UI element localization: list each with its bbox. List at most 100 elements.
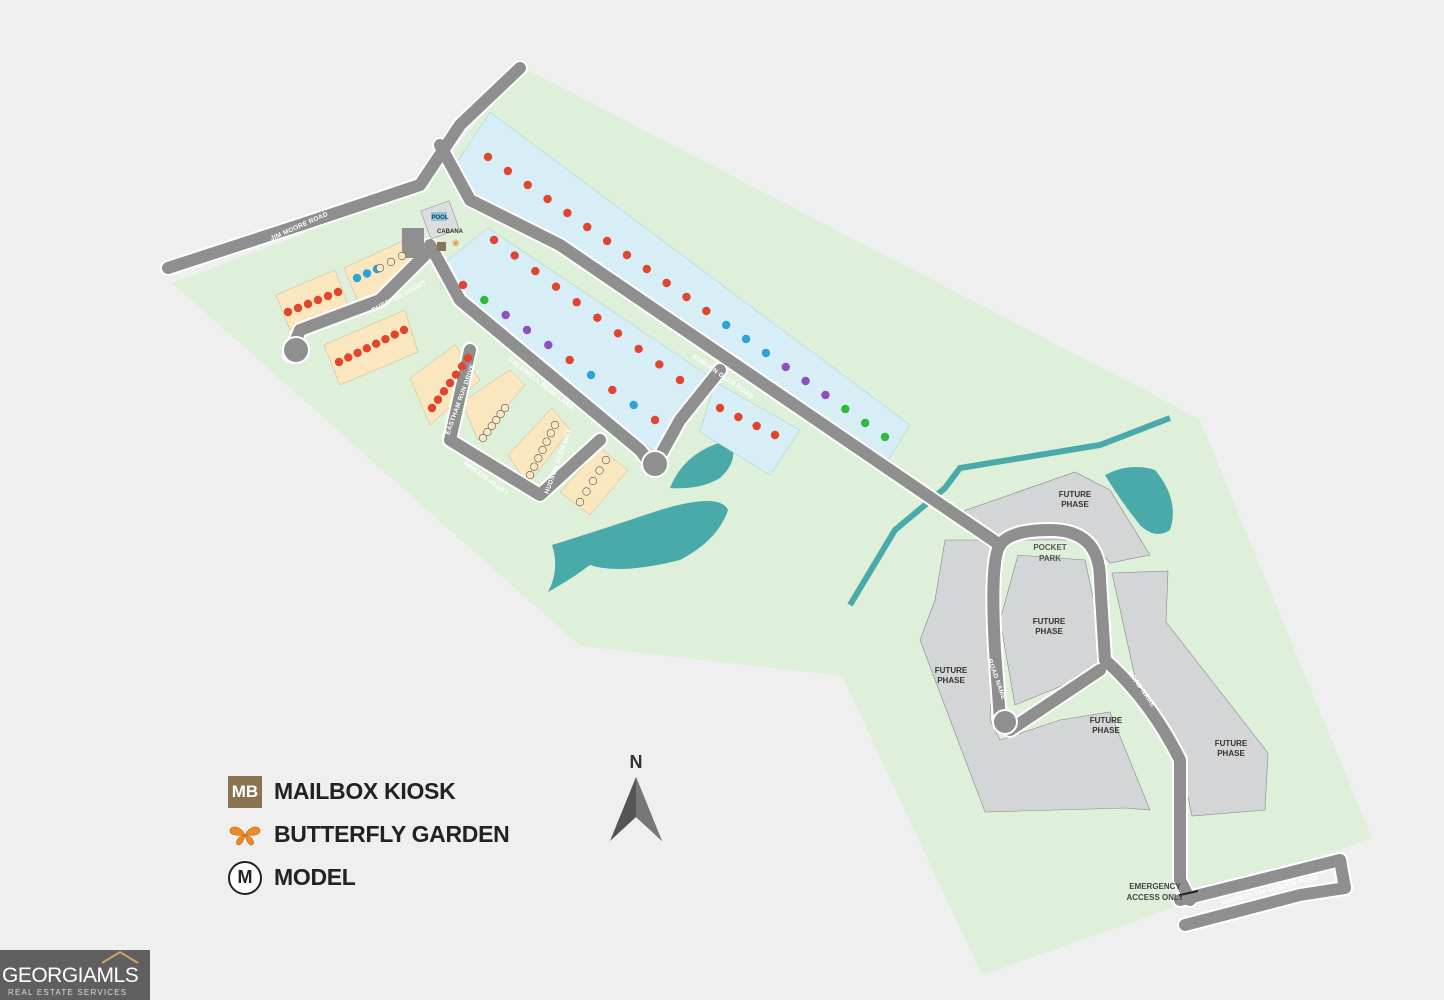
lot-marker[interactable] <box>860 418 870 428</box>
lot-marker[interactable] <box>642 264 651 274</box>
lot-marker[interactable] <box>544 340 553 350</box>
lot-marker[interactable] <box>602 236 612 246</box>
lot-marker[interactable] <box>323 291 333 301</box>
lot-marker[interactable] <box>303 299 313 309</box>
lot-marker[interactable] <box>565 355 574 365</box>
lot-marker[interactable] <box>283 307 293 317</box>
lot-marker[interactable] <box>741 334 751 344</box>
lot-marker[interactable] <box>550 420 560 430</box>
lot-marker[interactable] <box>752 421 761 431</box>
lot-marker[interactable] <box>362 344 372 353</box>
pond-center <box>670 440 734 489</box>
lot-marker[interactable] <box>293 303 303 313</box>
lot-marker[interactable] <box>313 295 323 305</box>
roads <box>160 60 1353 933</box>
lot-marker[interactable] <box>770 430 780 440</box>
emergency-access-label: ACCESS ONLY <box>1126 893 1184 902</box>
lot-marker[interactable] <box>563 208 572 218</box>
lot-marker[interactable] <box>781 362 790 372</box>
lot-marker[interactable] <box>478 433 488 443</box>
lot-marker[interactable] <box>593 313 602 322</box>
lot-marker[interactable] <box>583 222 592 232</box>
lot-marker[interactable] <box>458 280 468 290</box>
lot-marker[interactable] <box>334 357 344 367</box>
lot-marker[interactable] <box>501 310 510 320</box>
lot-marker[interactable] <box>534 454 543 463</box>
lot-marker[interactable] <box>530 462 539 471</box>
lot-marker[interactable] <box>601 455 611 465</box>
lot-marker[interactable] <box>715 403 725 413</box>
svg-text:CABANA: CABANA <box>437 229 464 235</box>
lot-marker[interactable] <box>492 415 501 425</box>
lot-marker[interactable] <box>489 235 499 245</box>
lot-marker[interactable] <box>381 334 390 344</box>
lot-marker[interactable] <box>451 370 461 379</box>
lot-marker[interactable] <box>439 387 449 396</box>
emergency-access-label: EMERGENCY <box>1129 882 1181 891</box>
lot-marker[interactable] <box>595 466 604 475</box>
lot-marker[interactable] <box>463 353 473 363</box>
lot-marker[interactable] <box>390 330 399 339</box>
lot-marker[interactable] <box>427 403 437 413</box>
lot-marker[interactable] <box>650 415 660 425</box>
lot-marker[interactable] <box>362 269 372 278</box>
emergency-gate <box>1179 890 1199 896</box>
lot-marker[interactable] <box>622 250 632 260</box>
lot-marker[interactable] <box>399 325 409 335</box>
lot-marker[interactable] <box>634 344 643 354</box>
lot-marker[interactable] <box>483 427 492 437</box>
pocket-park-label: PARK <box>1039 554 1061 563</box>
lot-marker[interactable] <box>880 432 890 442</box>
lot-marker[interactable] <box>496 409 505 419</box>
lot-marker[interactable] <box>386 257 396 267</box>
lot-marker[interactable] <box>333 287 343 297</box>
lot-marker[interactable] <box>371 339 381 348</box>
lot-marker[interactable] <box>523 180 532 190</box>
lot-marker[interactable] <box>503 166 513 176</box>
lot-marker[interactable] <box>613 329 623 338</box>
lot-marker[interactable] <box>608 385 617 395</box>
lot-marker[interactable] <box>510 251 519 260</box>
lot-marker[interactable] <box>734 412 743 422</box>
lot-marker[interactable] <box>682 292 691 302</box>
lot-marker[interactable] <box>397 251 407 261</box>
lot-marker[interactable] <box>531 266 540 276</box>
lot-marker[interactable] <box>487 421 496 431</box>
lot-marker[interactable] <box>538 445 547 455</box>
lot-marker[interactable] <box>546 429 555 438</box>
lot-marker[interactable] <box>542 437 551 446</box>
lot-marker[interactable] <box>352 273 362 283</box>
future-phases <box>919 471 1269 817</box>
lot-marker[interactable] <box>655 360 664 369</box>
lot-marker[interactable] <box>572 298 581 307</box>
lot-marker[interactable] <box>353 348 362 358</box>
lot-marker[interactable] <box>801 376 810 386</box>
lot-marker[interactable] <box>722 320 731 330</box>
lot-marker[interactable] <box>445 378 455 388</box>
lot-marker[interactable] <box>457 362 467 371</box>
lot-marker[interactable] <box>344 353 353 362</box>
lots-east-block <box>699 381 801 476</box>
svg-text:FUTURE: FUTURE <box>1033 617 1066 626</box>
lot-marker[interactable] <box>675 375 685 385</box>
lot-marker[interactable] <box>483 152 493 162</box>
lot-marker[interactable] <box>433 395 443 404</box>
lot-marker[interactable] <box>761 348 771 358</box>
lot-marker[interactable] <box>588 476 598 486</box>
lot-marker[interactable] <box>543 194 552 204</box>
svg-text:PHASE: PHASE <box>1035 627 1063 636</box>
lot-marker[interactable] <box>841 404 850 414</box>
lot-marker[interactable] <box>500 403 510 413</box>
lot-marker[interactable] <box>551 282 561 291</box>
lot-marker[interactable] <box>525 470 535 480</box>
lot-marker[interactable] <box>575 497 585 507</box>
lot-marker[interactable] <box>586 370 596 380</box>
lot-marker[interactable] <box>582 487 591 496</box>
lot-marker[interactable] <box>702 306 711 316</box>
lot-marker[interactable] <box>821 390 830 400</box>
lot-marker[interactable] <box>662 278 671 288</box>
lot-marker[interactable] <box>629 400 638 410</box>
lot-marker[interactable] <box>480 295 489 305</box>
lot-marker[interactable] <box>375 263 385 273</box>
lot-marker[interactable] <box>522 325 532 335</box>
